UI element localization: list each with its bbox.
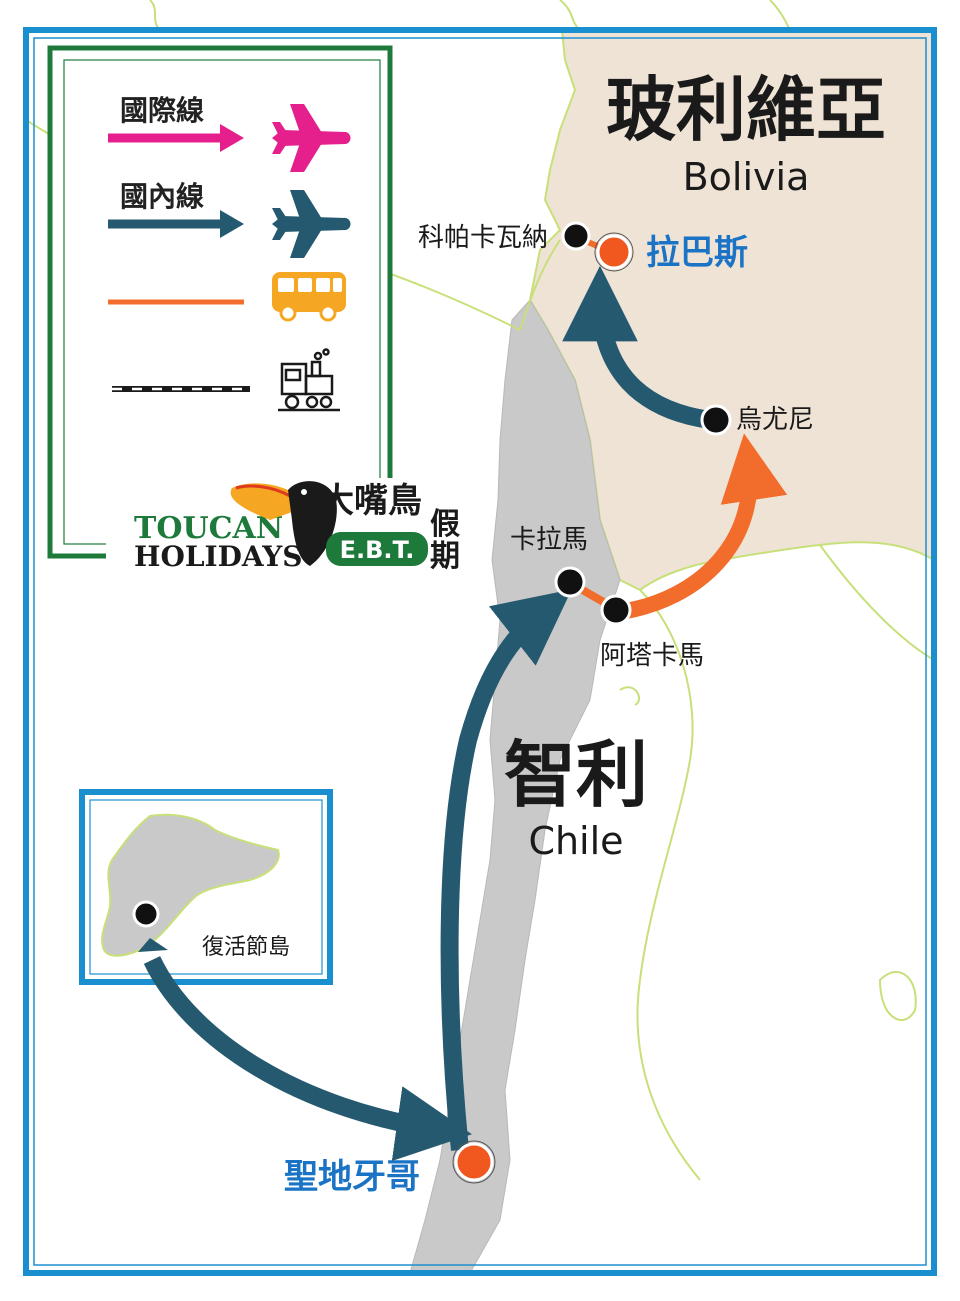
city-label-uyuni: 烏尤尼 [736, 405, 814, 435]
marker-atacama [600, 594, 632, 626]
route-atacama-uyuni [618, 433, 788, 620]
easter-island-inset [79, 789, 333, 985]
country-label-bolivia-en: Bolivia [683, 155, 810, 199]
city-label-copacabana: 科帕卡瓦納 [418, 223, 548, 253]
route-santiago-calama [440, 589, 572, 1151]
route-easter-santiago [143, 956, 472, 1162]
logo-zh-qi: 期 [430, 539, 460, 574]
route-uyuni-lapaz [562, 265, 712, 429]
marker-calama [554, 566, 586, 598]
toucan-icon [230, 481, 337, 566]
marker-copacabana [561, 221, 591, 251]
legend-international-label: 國際線 [120, 94, 204, 127]
city-label-santiago: 聖地牙哥 [284, 1157, 420, 1197]
logo-en-line1: TOUCAN [134, 511, 283, 546]
outer-border-lines [149, 0, 791, 31]
country-label-bolivia-zh: 玻利維亞 [606, 69, 886, 151]
logo-badge: E.B.T. [340, 536, 415, 564]
train-icon [278, 348, 340, 412]
logo-zh-line1: 大嘴鳥 [320, 481, 422, 521]
city-label-easter-island: 復活節島 [202, 935, 290, 960]
plane-icon [272, 190, 351, 258]
bus-icon [272, 272, 346, 322]
city-label-atacama: 阿塔卡馬 [600, 641, 704, 671]
country-label-chile-en: Chile [528, 819, 623, 863]
route-easter-arrow-start [138, 938, 168, 952]
routes [138, 235, 788, 1162]
city-label-calama: 卡拉馬 [510, 525, 588, 555]
toucan-holidays-logo: TOUCAN HOLIDAYS 大嘴鳥 E.B.T. 假 期 [106, 478, 472, 574]
map-land [26, 30, 934, 1273]
plane-icon [272, 104, 351, 172]
legend: 國際線 國內線 [47, 45, 393, 559]
marker-uyuni [700, 404, 732, 436]
logo-zh-jia: 假 [430, 507, 460, 542]
logo-en-line2: HOLIDAYS [134, 540, 302, 573]
marker-la-paz [596, 234, 632, 270]
city-markers [132, 221, 732, 1184]
map-frame [23, 27, 937, 1276]
marker-easter-island [132, 900, 160, 928]
city-label-la-paz: 拉巴斯 [646, 233, 748, 273]
marker-santiago [454, 1142, 494, 1182]
country-label-chile-zh: 智利 [504, 733, 648, 817]
legend-domestic-label: 國內線 [120, 180, 204, 213]
